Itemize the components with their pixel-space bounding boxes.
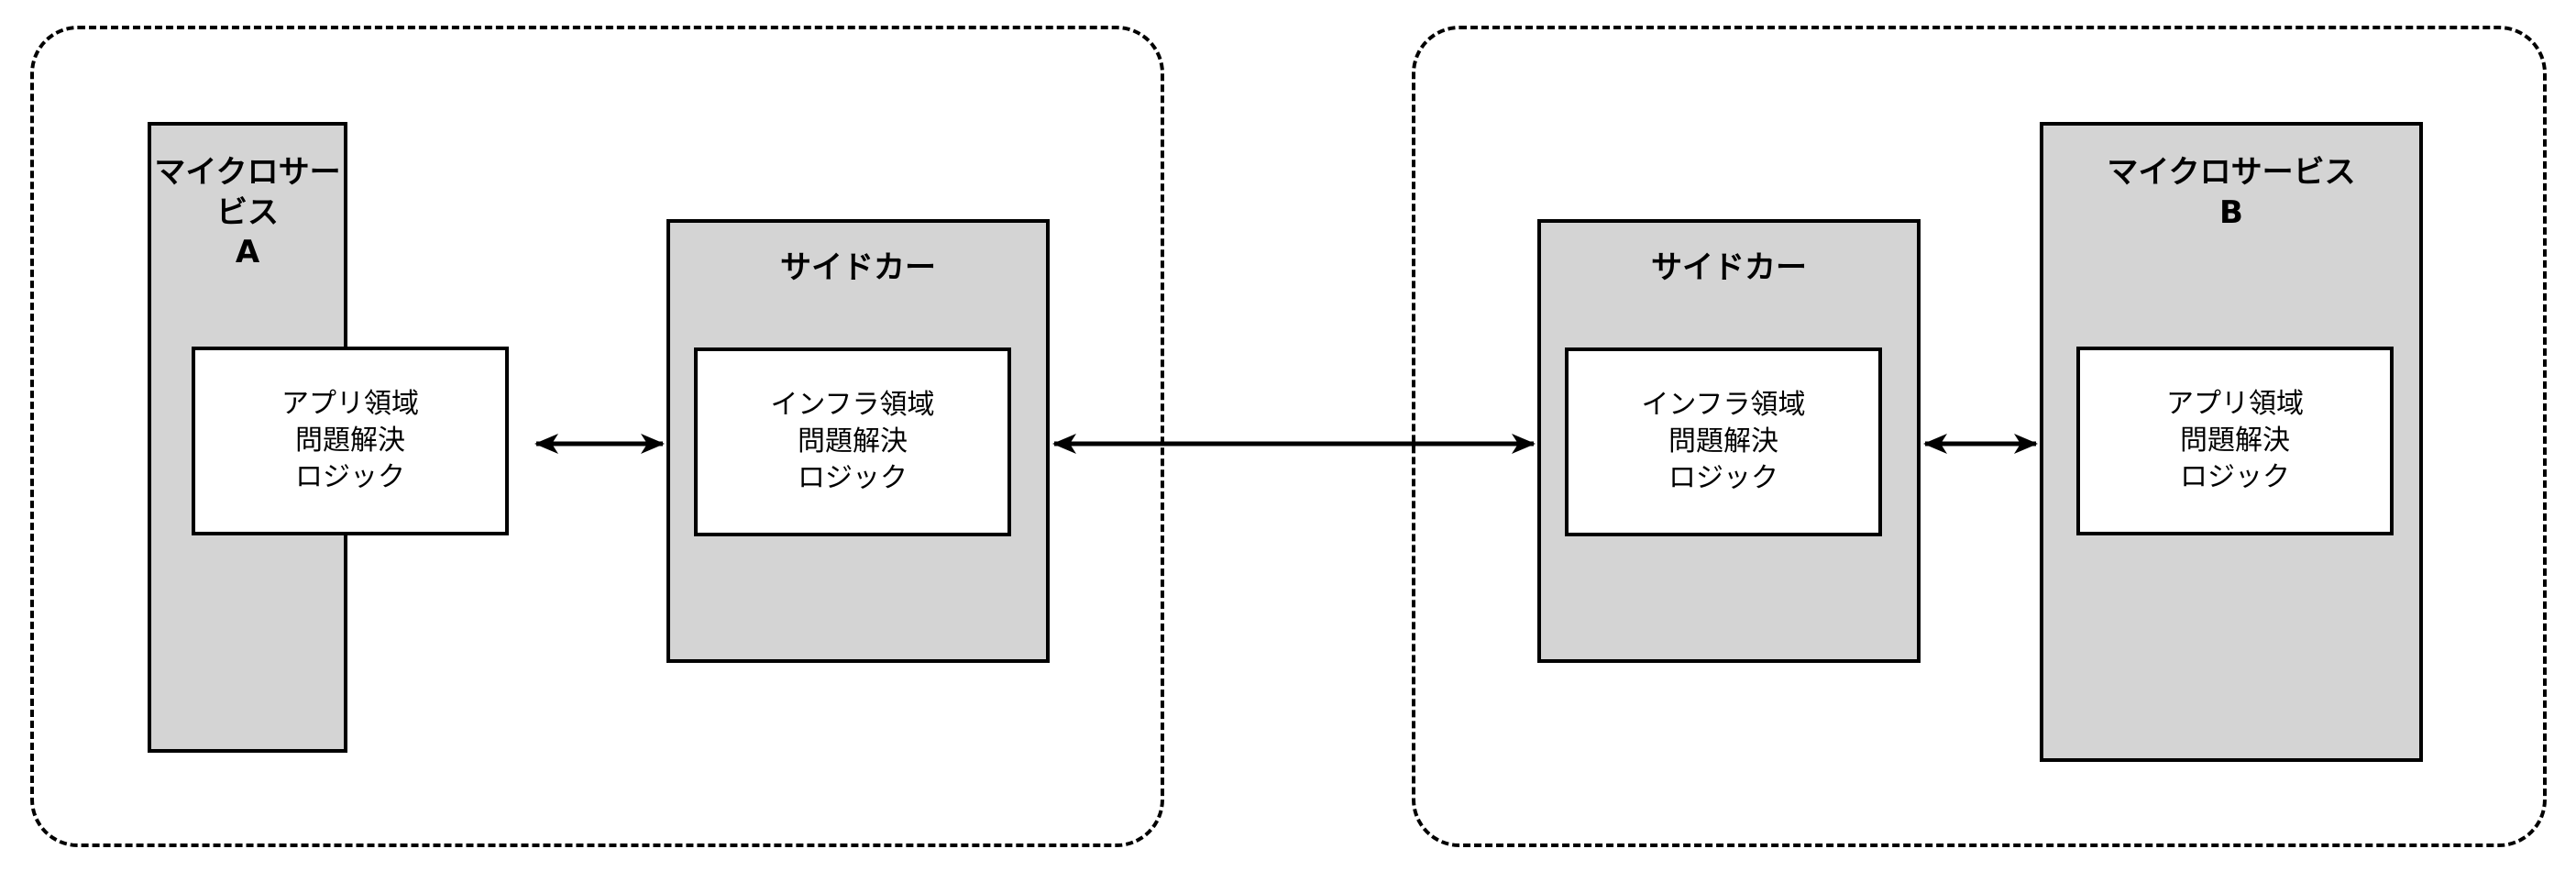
microservice-b-title: マイクロサービス B <box>2107 154 2356 231</box>
sidecar-left-title: サイドカー <box>780 249 936 286</box>
sidecar-left-inner-text: インフラ領域 問題解決 ロジック <box>770 388 935 495</box>
sidecar-right-inner-text: インフラ領域 問題解決 ロジック <box>1641 388 1806 495</box>
sidecar-right-inner-box[interactable]: インフラ領域 問題解決 ロジック <box>1565 347 1882 536</box>
node-microservice-b[interactable]: マイクロサービス B アプリ領域 問題解決 ロジック <box>2040 122 2423 762</box>
microservice-a-inner-box[interactable]: アプリ領域 問題解決 ロジック <box>192 347 509 535</box>
node-sidecar-left[interactable]: サイドカー インフラ領域 問題解決 ロジック <box>666 219 1050 663</box>
node-sidecar-right[interactable]: サイドカー インフラ領域 問題解決 ロジック <box>1537 219 1921 663</box>
node-microservice-a[interactable]: マイクロサービス A アプリ領域 問題解決 ロジック <box>148 122 509 753</box>
sidecar-left-inner-box[interactable]: インフラ領域 問題解決 ロジック <box>694 347 1011 536</box>
microservice-a-inner-text: アプリ領域 問題解決 ロジック <box>281 387 419 494</box>
sidecar-right-title: サイドカー <box>1651 249 1807 286</box>
microservice-b-inner-text: アプリ領域 問題解決 ロジック <box>2166 387 2304 494</box>
microservice-a-title: マイクロサービス A <box>154 154 341 271</box>
microservice-b-inner-box[interactable]: アプリ領域 問題解決 ロジック <box>2076 347 2394 535</box>
